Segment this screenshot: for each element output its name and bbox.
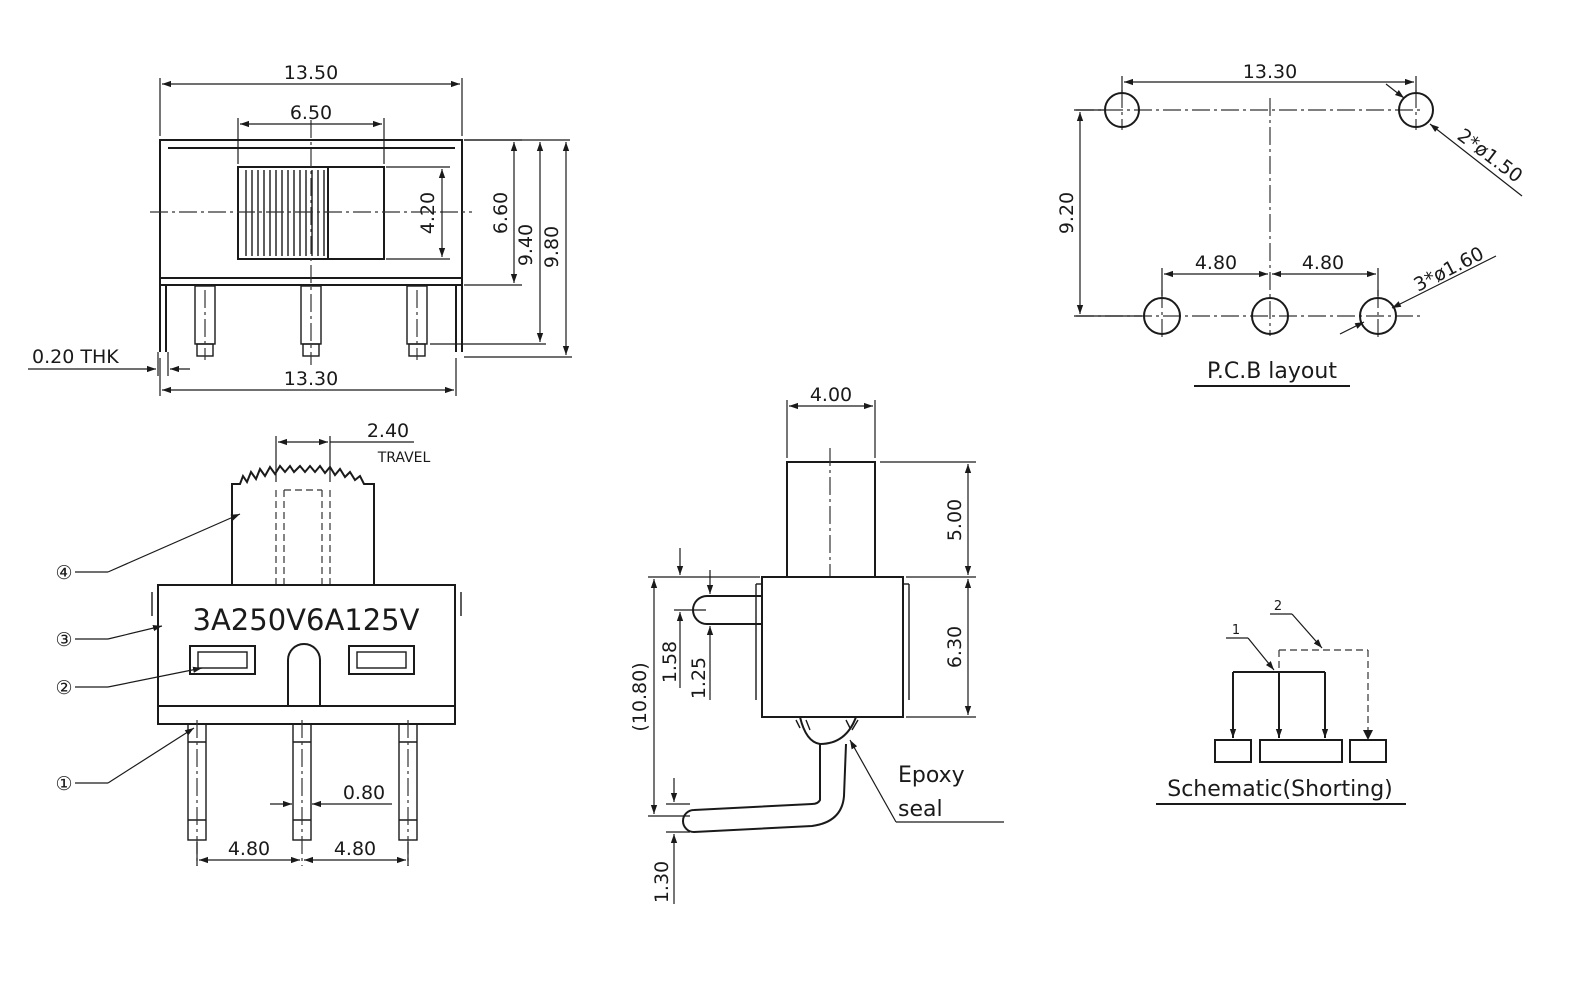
hole-large-right <box>1398 92 1434 128</box>
dim-pitch-right: 4.80 <box>334 838 376 860</box>
callout-1: ① <box>55 773 72 795</box>
epoxy-label-line2: seal <box>898 797 943 822</box>
schematic-pad-left <box>1214 739 1252 763</box>
hole-small-right <box>1359 297 1397 335</box>
dim-width-bottom: 13.30 <box>284 368 338 390</box>
dim-travel: 2.40 <box>367 420 409 442</box>
hole-large-left <box>1104 92 1140 128</box>
callout-2: ② <box>55 677 72 699</box>
pcb-layout-title: P.C.B layout <box>1207 359 1337 384</box>
window-right <box>348 645 415 675</box>
dim-actuator-height: 5.00 <box>944 499 966 541</box>
actuator-end <box>786 461 876 578</box>
front-view: 13.50 6.50 4.20 6.60 9.40 9.80 0.20 THK <box>28 62 572 396</box>
dim-thickness: 0.20 THK <box>32 346 119 368</box>
actuator-knob-side <box>231 464 375 584</box>
window-left <box>189 645 256 675</box>
dim-height-9-40: 9.40 <box>515 224 537 266</box>
pcb-dim-hole-small: 3*ø1.60 <box>1410 243 1487 297</box>
actuator-knob <box>237 166 329 260</box>
pcb-dim-pitch-left: 4.80 <box>1195 252 1237 274</box>
rating-marking: 3A250V6A125V <box>193 603 420 637</box>
center-notch <box>287 643 321 706</box>
schematic-pad-right <box>1349 739 1387 763</box>
dim-1-30: 1.30 <box>651 861 673 903</box>
dim-1-58: 1.58 <box>659 641 681 683</box>
pcb-dim-height: 9.20 <box>1056 192 1078 234</box>
schematic: 1 2 Schematic(Shorting) <box>1156 599 1406 805</box>
travel-label: TRAVEL <box>377 450 431 466</box>
dim-actuator: 4.00 <box>810 384 852 406</box>
dim-overall: (10.80) <box>629 662 651 731</box>
hole-small-left <box>1143 297 1181 335</box>
housing-end <box>761 576 904 718</box>
housing-side <box>157 584 456 725</box>
pcb-dim-hole-large: 2*ø1.50 <box>1453 124 1527 187</box>
epoxy-label-line1: Epoxy <box>898 763 965 788</box>
pcb-dim-span: 13.30 <box>1243 61 1297 83</box>
dim-pin-width: 0.80 <box>343 782 385 804</box>
pcb-dim-pitch-right: 4.80 <box>1302 252 1344 274</box>
dim-actuator-width: 6.50 <box>290 102 332 124</box>
callout-4: ④ <box>55 562 72 584</box>
pcb-layout: 13.30 2*ø1.50 9.20 4.80 4.80 3*ø1.60 P.C… <box>1056 61 1527 387</box>
dim-1-25: 1.25 <box>688 657 710 699</box>
callout-3: ③ <box>55 629 72 651</box>
schematic-label-2: 2 <box>1274 599 1282 614</box>
dim-body-height: 6.30 <box>944 626 966 668</box>
dim-body-height: 6.60 <box>490 192 512 234</box>
side-view: 3A250V6A125V 2.40 TRAVEL ④ ③ ② ① <box>55 420 462 866</box>
dim-pitch-left: 4.80 <box>228 838 270 860</box>
epoxy-blob <box>799 716 857 746</box>
dim-height-9-80: 9.80 <box>541 226 563 268</box>
end-view: 4.00 5.00 6.30 (10.80) 1.58 1.25 1.30 <box>629 384 1004 904</box>
hole-small-middle <box>1251 297 1289 335</box>
terminal-lead <box>682 743 847 834</box>
schematic-pad-middle <box>1259 739 1343 763</box>
schematic-label-1: 1 <box>1232 623 1240 638</box>
dim-actuator-height: 4.20 <box>417 192 439 234</box>
schematic-title: Schematic(Shorting) <box>1167 777 1393 802</box>
dim-width-overall: 13.50 <box>284 62 338 84</box>
